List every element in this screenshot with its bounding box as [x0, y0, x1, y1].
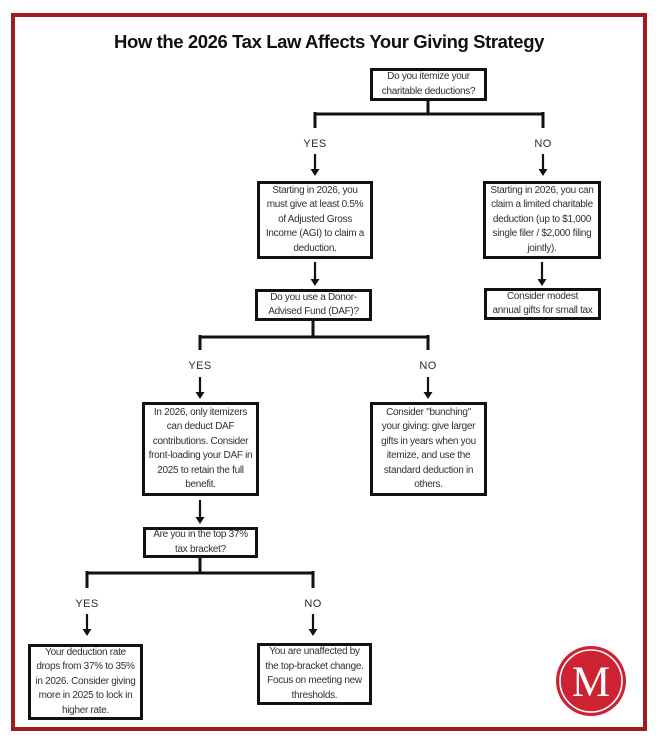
logo-letter: M: [572, 659, 610, 706]
branch-line-itemize: [313, 101, 545, 128]
branch-line-bracket: [85, 558, 315, 588]
logo-ring: [559, 649, 623, 713]
node-bracket-yes-result: Your deduction rate drops from 37% to 35…: [28, 644, 143, 720]
branch-label-bracket-no: NO: [304, 598, 322, 610]
node-question-itemize: Do you itemize your charitable deduction…: [370, 68, 487, 101]
node-modest-gifts: Consider modest annual gifts for small t…: [484, 288, 601, 320]
branch-line-daf: [198, 321, 430, 350]
page-border-frame: [11, 13, 647, 731]
logo-circle: [556, 646, 626, 716]
node-daf-no-result: Consider "bunching" your giving: give la…: [370, 402, 487, 496]
branch-label-daf-no: NO: [419, 360, 437, 372]
branch-label-itemize-no: NO: [534, 138, 552, 150]
node-bracket-no-result: You are unaffected by the top-bracket ch…: [257, 643, 372, 705]
node-itemize-no-result: Starting in 2026, you can claim a limite…: [483, 181, 601, 259]
branch-label-daf-yes: YES: [188, 360, 212, 372]
branch-label-bracket-yes: YES: [75, 598, 99, 610]
node-daf-yes-result: In 2026, only itemizers can deduct DAF c…: [142, 402, 259, 496]
branch-label-itemize-yes: YES: [303, 138, 327, 150]
node-itemize-yes-result: Starting in 2026, you must give at least…: [257, 181, 373, 259]
node-question-daf: Do you use a Donor- Advised Fund (DAF)?: [255, 289, 372, 321]
monogram-logo: M: [556, 646, 626, 716]
node-question-bracket: Are you in the top 37% tax bracket?: [143, 527, 258, 558]
page-title: How the 2026 Tax Law Affects Your Giving…: [113, 31, 544, 52]
